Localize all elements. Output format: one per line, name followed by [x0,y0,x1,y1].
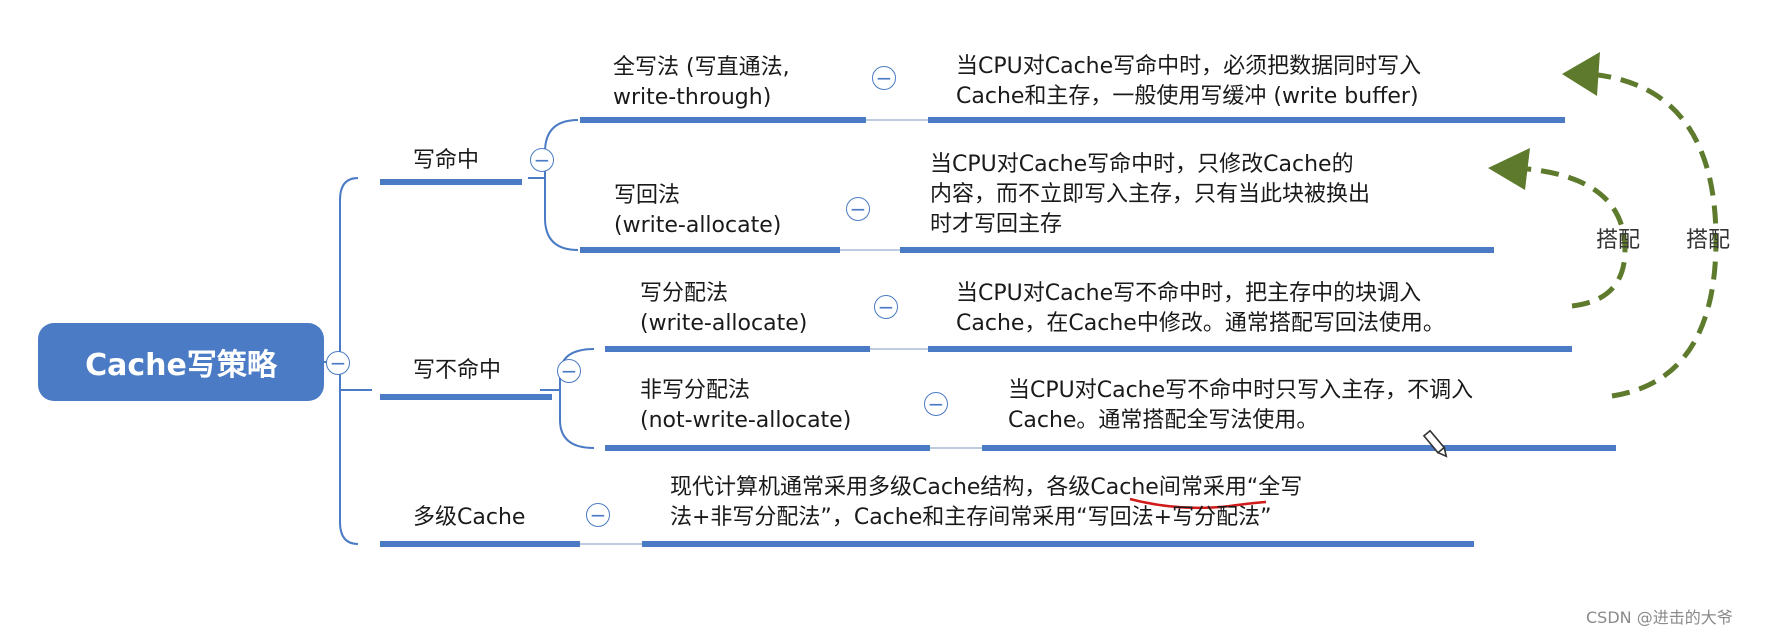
write-back-label-line2[interactable]: (write-allocate) [614,213,782,238]
write-through-desc-line2: Cache和主存，一般使用写缓冲 (write buffer) [956,84,1419,109]
miss-trunk [559,348,595,449]
hit-trunk [544,119,579,251]
pairing-label-inner: 搭配 [1596,228,1641,253]
collapse-miss-icon[interactable]: − [557,359,581,383]
write-back-desc-line1: 当CPU对Cache写命中时，只修改Cache的 [930,152,1354,177]
arrowhead-outer [1562,52,1600,96]
write-allocate-desc-line1: 当CPU对Cache写不命中时，把主存中的块调入 [956,281,1422,306]
miss-node-label[interactable]: 写不命中 [413,358,502,383]
write-allocate-label-line1[interactable]: 写分配法 [640,281,729,306]
multi-level-desc-line2: 法+非写分配法”，Cache和主存间常采用“写回法+写分配法” [670,505,1272,530]
root-label: Cache写策略 [85,348,277,383]
collapse-multi-level-icon[interactable]: − [586,503,610,527]
root-node[interactable]: Cache写策略 [38,323,324,401]
hit-node-label[interactable]: 写命中 [413,148,480,173]
pairing-label-outer: 搭配 [1686,228,1731,253]
collapse-hit-icon[interactable]: − [530,148,554,172]
write-allocate-desc-line2: Cache，在Cache中修改。通常搭配写回法使用。 [956,311,1445,336]
watermark: CSDN @进击的大爷 [1586,608,1733,627]
write-through-label-line1[interactable]: 全写法 (写直通法, [613,55,790,80]
collapse-write-through-icon[interactable]: − [872,66,896,90]
collapse-write-allocate-icon[interactable]: − [874,295,898,319]
not-write-allocate-desc-line1: 当CPU对Cache写不命中时只写入主存，不调入 [1008,378,1474,403]
pencil-icon [1422,429,1448,458]
arrowhead-inner [1488,148,1530,190]
write-through-label-line2[interactable]: write-through) [613,85,772,110]
write-allocate-label-line2[interactable]: (write-allocate) [640,311,808,336]
collapse-root-icon[interactable]: − [326,351,350,375]
not-write-allocate-label-line2[interactable]: (not-write-allocate) [640,408,852,433]
write-back-desc-line3: 时才写回主存 [930,212,1063,237]
pairing-arrow-inner [1515,165,1628,309]
write-back-label-line1[interactable]: 写回法 [614,183,681,208]
not-write-allocate-label-line1[interactable]: 非写分配法 [640,378,751,403]
collapse-not-write-allocate-icon[interactable]: − [924,392,948,416]
red-underline-mark [1129,497,1267,510]
collapse-write-back-icon[interactable]: − [846,197,870,221]
multi-level-desc-line1: 现代计算机通常采用多级Cache结构，各级Cache间常采用“全写 [670,475,1303,500]
multi-level-node-label[interactable]: 多级Cache [413,505,526,530]
write-through-desc-line1: 当CPU对Cache写命中时，必须把数据同时写入 [956,54,1422,79]
write-back-desc-line2: 内容，而不立即写入主存，只有当此块被换出 [930,182,1371,207]
not-write-allocate-desc-line2: Cache。通常搭配全写法使用。 [1008,408,1319,433]
pairing-arrow-outer [1589,71,1719,399]
